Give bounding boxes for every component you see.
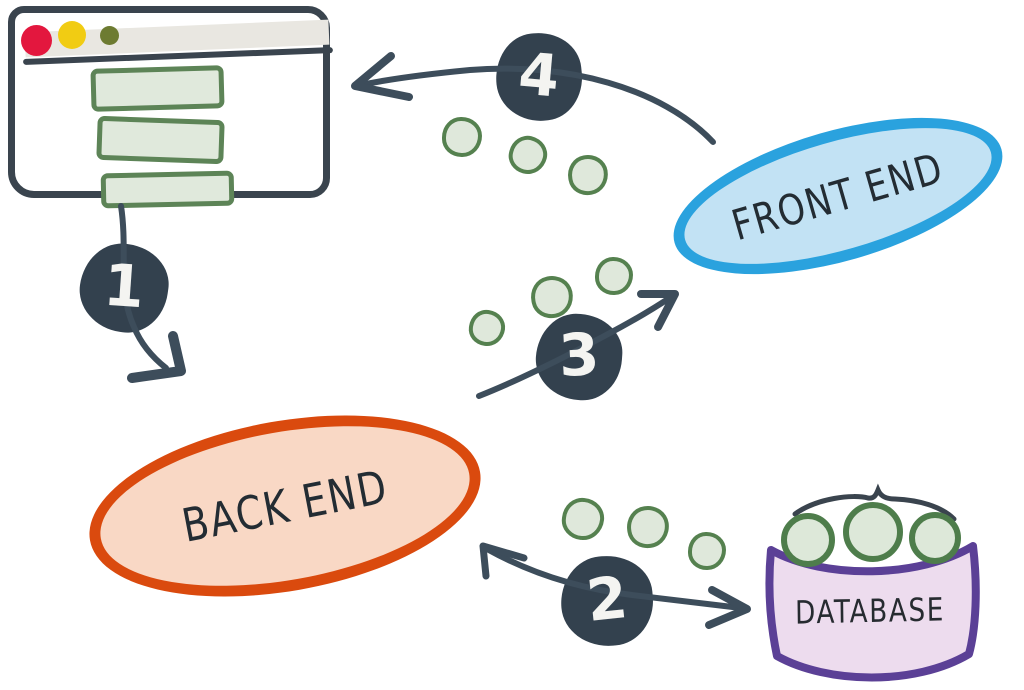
front-end-node: FRONT END (656, 86, 1020, 306)
database-dot-icon (909, 512, 961, 564)
arrowhead-icon (637, 290, 679, 331)
arrowhead-icon (351, 52, 413, 101)
packet-dot (564, 151, 612, 199)
packet-dot (504, 131, 552, 179)
packet-dot (466, 307, 508, 349)
browser-content-bar (96, 115, 225, 165)
database-node (765, 483, 980, 682)
traffic-light-yellow-icon (58, 21, 86, 49)
arrowhead-icon (479, 542, 528, 580)
packet-dot (559, 495, 607, 543)
arrowhead-icon (127, 331, 186, 383)
packet-dot (624, 503, 672, 551)
browser-content-bar (100, 170, 235, 209)
packet-dot (442, 117, 482, 157)
traffic-light-green-icon (100, 26, 119, 45)
step-number-1: 1 (101, 250, 147, 322)
step-number-3: 3 (557, 319, 601, 391)
curly-brace-icon (792, 483, 957, 522)
back-end-node: BACK END (75, 387, 495, 625)
database-label: DATABASE (794, 590, 946, 632)
browser-content-bar (90, 65, 225, 112)
browser-window (8, 6, 334, 209)
database-dot-icon (781, 513, 835, 567)
step-number-4: 4 (515, 39, 563, 111)
database-dot-icon (843, 502, 903, 562)
database-cylinder (765, 542, 980, 682)
packet-dot (688, 532, 726, 570)
packet-dot (595, 257, 633, 295)
front-end-label: FRONT END (726, 142, 950, 250)
step-number-2: 2 (583, 563, 631, 635)
traffic-light-red-icon (21, 25, 52, 56)
arrowhead-icon (705, 586, 751, 629)
back-end-label: BACK END (177, 459, 393, 553)
